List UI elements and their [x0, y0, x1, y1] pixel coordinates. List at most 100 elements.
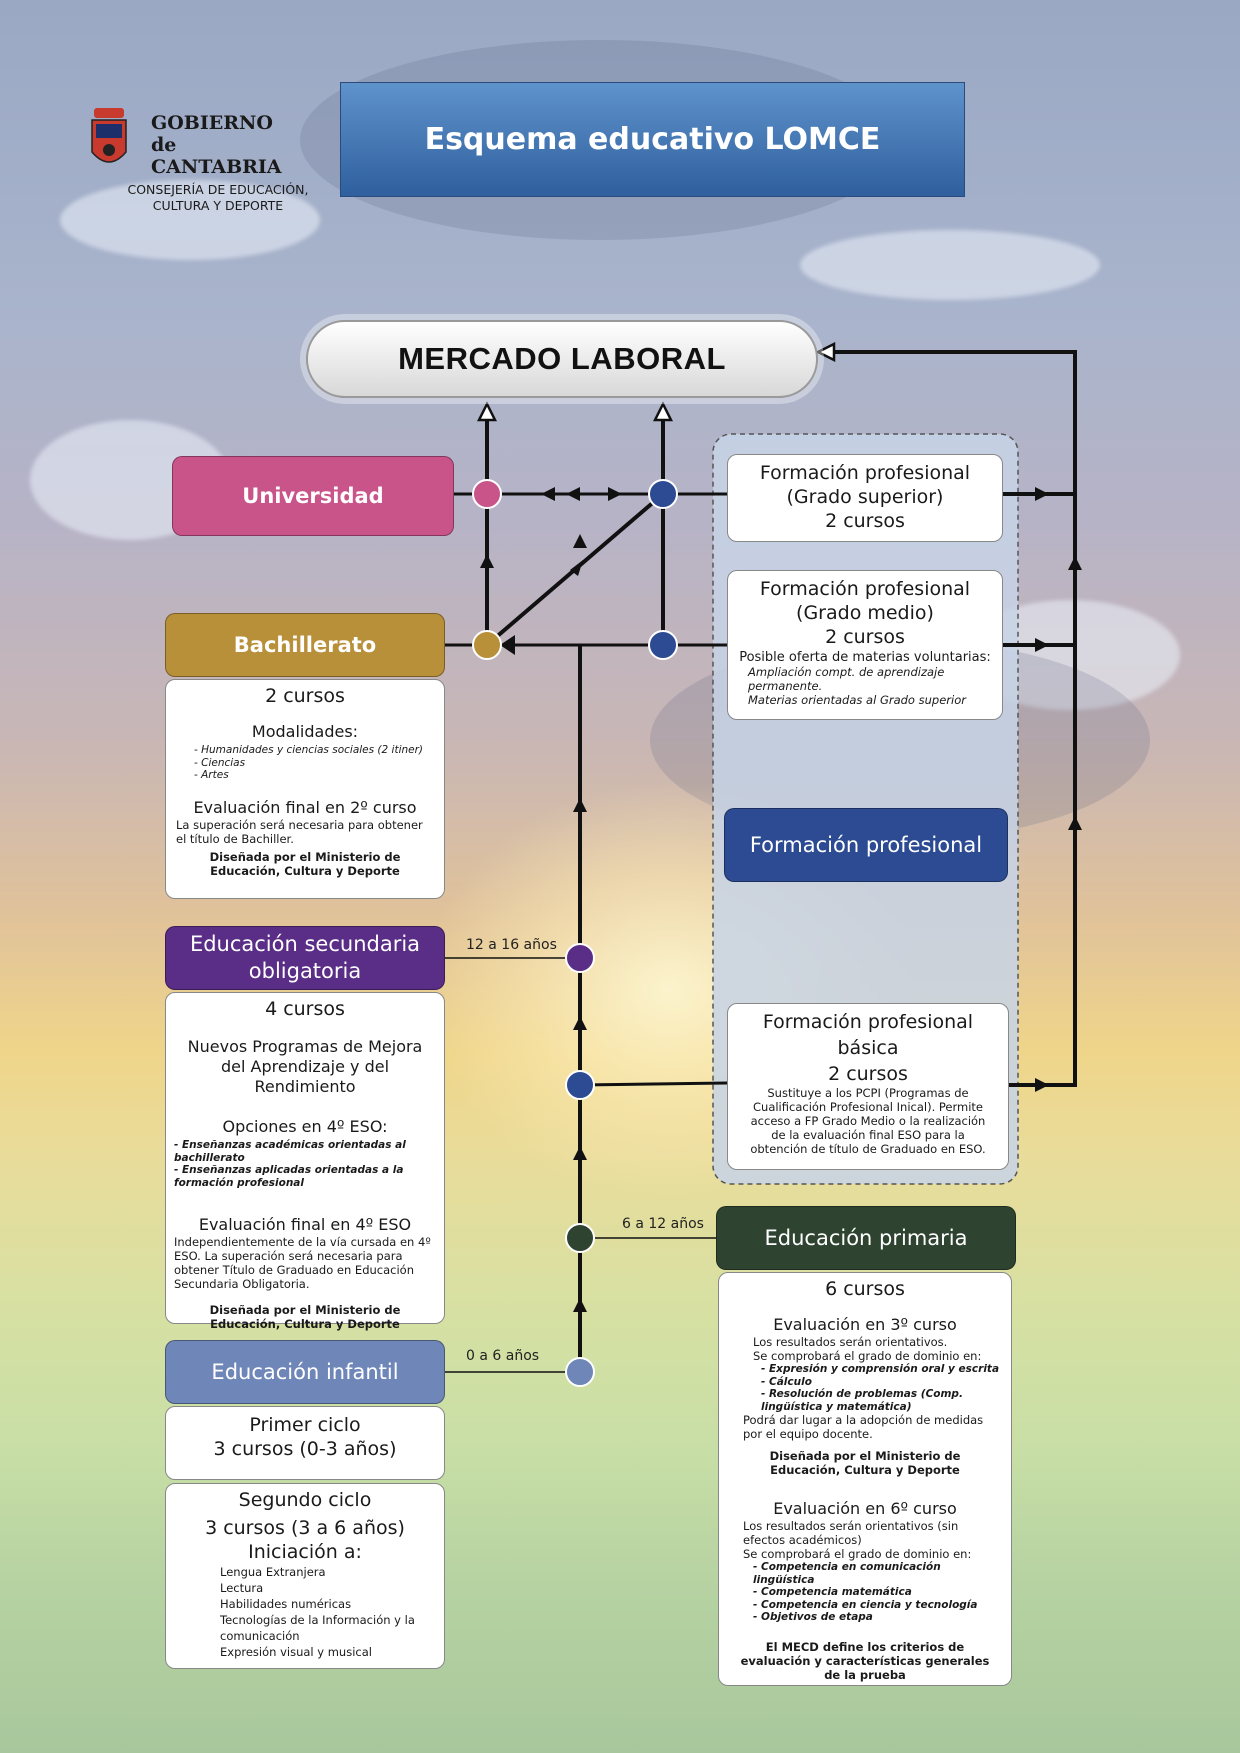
fp-superior-line3: 2 cursos	[825, 510, 905, 532]
list-item: - Ciencias	[194, 756, 246, 769]
infantil-age-label: 0 a 6 años	[466, 1348, 540, 1364]
node-infantil	[565, 1357, 595, 1387]
dept-line2: CULTURA Y DEPORTE	[152, 198, 284, 213]
eso-header: Educación secundaria obligatoria	[165, 926, 445, 990]
primaria-cursos: 6 cursos	[825, 1278, 905, 1300]
bachillerato-label: Bachillerato	[233, 632, 377, 657]
fp-basica-line3: 2 cursos	[828, 1063, 908, 1085]
fp-basica-line2: básica	[837, 1037, 899, 1059]
list-item: - Enseñanzas aplicadas orientadas a la f…	[174, 1164, 404, 1189]
primaria-details: 6 cursos Evaluación en 3º curso Los resu…	[718, 1272, 1012, 1686]
infantil-ciclo1-title: Primer ciclo	[249, 1414, 361, 1436]
list-item: - Cálculo	[761, 1375, 812, 1388]
bachillerato-eval-title: Evaluación final en 2º curso	[193, 797, 417, 817]
fp-superior-line1: Formación profesional	[759, 462, 971, 484]
fp-basica-box: Formación profesional básica 2 cursos Su…	[727, 1003, 1009, 1170]
node-eso	[565, 943, 595, 973]
list-item: Habilidades numéricas	[220, 1597, 352, 1611]
bachillerato-modalidades-list: - Humanidades y ciencias sociales (2 iti…	[194, 744, 434, 782]
primaria-eval3-title: Evaluación en 3º curso	[773, 1315, 957, 1334]
org-line2: de	[151, 134, 177, 156]
fp-superior-line2: (Grado superior)	[786, 486, 944, 508]
universidad-header: Universidad	[172, 456, 454, 536]
eso-programas: Nuevos Programas de Mejora del Aprendiza…	[187, 1037, 423, 1096]
list-item: Lectura	[220, 1581, 264, 1595]
fp-label: Formación profesional	[749, 832, 983, 857]
infantil-ciclo1-cursos: 3 cursos (0-3 años)	[213, 1438, 397, 1460]
page-title-text: Esquema educativo LOMCE	[424, 122, 881, 157]
primaria-eval3-text2: Se comprobará el grado de dominio en:	[753, 1349, 982, 1363]
eso-opciones-list: - Enseñanzas académicas orientadas al ba…	[174, 1139, 436, 1189]
primaria-label: Educación primaria	[764, 1225, 968, 1250]
list-item: Lengua Extranjera	[220, 1565, 326, 1579]
bachillerato-eval-text: La superación será necesaria para obtene…	[176, 817, 423, 846]
fp-medio-line1: Formación profesional	[759, 578, 971, 600]
node-bachillerato	[472, 630, 502, 660]
fp-medio-line3: 2 cursos	[825, 626, 905, 648]
list-item: - Resolución de problemas (Comp. lingüís…	[761, 1388, 963, 1413]
mercado-laboral-label: MERCADO LABORAL	[398, 341, 726, 376]
list-item: - Competencia en comunicación lingüístic…	[753, 1561, 941, 1586]
universidad-label: Universidad	[242, 483, 384, 508]
department-name: CONSEJERÍA DE EDUCACIÓN, CULTURA Y DEPOR…	[118, 182, 318, 214]
org-line3: CANTABRIA	[151, 156, 282, 178]
fp-basica-text: Sustituye a los PCPI (Programas de Cuali…	[750, 1086, 986, 1156]
primaria-eval3-note: Diseñada por el Ministerio de Educación,…	[769, 1449, 961, 1477]
eso-eval-title: Evaluación final en 4º ESO	[198, 1215, 412, 1234]
list-item: Materias orientadas al Grado superior	[748, 693, 966, 707]
dept-line1: CONSEJERÍA DE EDUCACIÓN,	[127, 182, 309, 197]
infantil-iniciacion-title: Iniciación a:	[248, 1541, 362, 1563]
fp-superior-box: Formación profesional (Grado superior) 2…	[727, 454, 1003, 542]
coat-of-arms-logo	[86, 104, 132, 174]
list-item: Tecnologías de la Información y la comun…	[220, 1613, 415, 1643]
primaria-eval3-text1: Los resultados serán orientativos.	[753, 1335, 948, 1349]
primaria-header: Educación primaria	[716, 1206, 1016, 1270]
page-title: Esquema educativo LOMCE	[340, 82, 965, 197]
org-name: GOBIERNO de CANTABRIA	[151, 112, 282, 178]
primaria-eval6-list: - Competencia en comunicación lingüístic…	[753, 1561, 1003, 1624]
bachillerato-header: Bachillerato	[165, 613, 445, 677]
list-item: - Humanidades y ciencias sociales (2 iti…	[194, 744, 424, 756]
infantil-iniciacion-list: Lengua Extranjera Lectura Habilidades nu…	[220, 1564, 426, 1660]
infantil-label: Educación infantil	[211, 1359, 399, 1384]
list-item: - Expresión y comprensión oral y escrita	[761, 1363, 1000, 1375]
mercado-laboral-cloud: MERCADO LABORAL	[306, 320, 818, 398]
org-line1: GOBIERNO	[151, 112, 273, 134]
node-fp-medio	[648, 630, 678, 660]
eso-eval-text: Independientemente de la vía cursada en …	[174, 1235, 431, 1291]
fp-medio-line2: (Grado medio)	[796, 602, 934, 624]
primaria-eval3-list: - Expresión y comprensión oral y escrita…	[761, 1363, 1003, 1413]
node-universidad	[472, 479, 502, 509]
eso-age-label: 12 a 16 años	[466, 937, 557, 953]
infantil-ciclo1: Primer ciclo 3 cursos (0-3 años)	[165, 1406, 445, 1480]
node-fp-basica	[565, 1070, 595, 1100]
fp-header: Formación profesional	[724, 808, 1008, 882]
eso-details: 4 cursos Nuevos Programas de Mejora del …	[165, 992, 445, 1331]
eso-opciones-title: Opciones en 4º ESO:	[222, 1117, 388, 1136]
list-item: Ampliación compt. de aprendizaje permane…	[748, 665, 945, 693]
infantil-ciclo2-cursos: 3 cursos (3 a 6 años)	[205, 1517, 405, 1539]
fp-medio-oferta-title: Posible oferta de materias voluntarias:	[739, 650, 991, 665]
node-fp-superior	[648, 479, 678, 509]
primaria-eval6-text2: Se comprobará el grado de dominio en:	[743, 1547, 972, 1561]
eso-label: Educación secundaria obligatoria	[189, 932, 421, 983]
list-item: - Enseñanzas académicas orientadas al ba…	[174, 1139, 406, 1164]
primaria-age-label: 6 a 12 años	[622, 1216, 704, 1232]
eso-cursos: 4 cursos	[265, 998, 345, 1020]
list-item: - Competencia matemática	[753, 1586, 912, 1598]
fp-medio-oferta-list: Ampliación compt. de aprendizaje permane…	[748, 665, 996, 707]
primaria-eval6-text1: Los resultados serán orientativos (sin e…	[743, 1519, 959, 1547]
node-primaria	[565, 1223, 595, 1253]
list-item: - Competencia en ciencia y tecnología	[753, 1598, 978, 1611]
primaria-eval6-note: El MECD define los criterios de evaluaci…	[740, 1639, 990, 1682]
bachillerato-eval-note: Diseñada por el Ministerio de Educación,…	[209, 849, 401, 878]
primaria-eval3-text3: Podrá dar lugar a la adopción de medidas…	[743, 1413, 984, 1441]
list-item: - Objetivos de etapa	[753, 1611, 873, 1623]
infantil-ciclo2-title: Segundo ciclo	[238, 1489, 372, 1511]
bachillerato-cursos: 2 cursos	[265, 685, 345, 707]
list-item: - Artes	[194, 769, 229, 781]
fp-medio-box: Formación profesional (Grado medio) 2 cu…	[727, 570, 1003, 720]
bachillerato-details: 2 cursos Modalidades: - Humanidades y ci…	[165, 679, 445, 899]
eso-eval-note: Diseñada por el Ministerio de Educación,…	[209, 1303, 401, 1331]
infantil-header: Educación infantil	[165, 1340, 445, 1404]
